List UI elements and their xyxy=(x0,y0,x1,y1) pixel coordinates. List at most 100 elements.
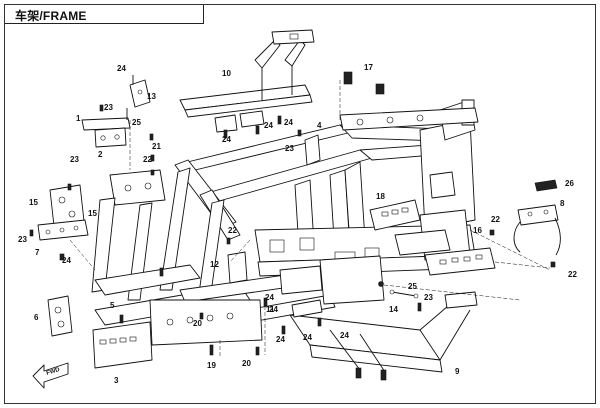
callout-22: 22 xyxy=(143,155,152,164)
rack-9-top-plate xyxy=(444,291,478,309)
mount-hole xyxy=(416,114,424,122)
callout-24: 24 xyxy=(340,331,349,340)
bolt-20 xyxy=(255,346,260,356)
leader-lines xyxy=(69,80,551,358)
part-6-bracket xyxy=(47,295,73,337)
callout-2: 2 xyxy=(98,150,103,159)
washer-2 xyxy=(100,135,106,141)
bolt-22 xyxy=(550,261,556,268)
bolt-24 xyxy=(159,267,164,277)
slot xyxy=(475,254,483,260)
lower-front-cross xyxy=(94,264,201,296)
callout-20: 20 xyxy=(242,359,251,368)
rack-9-foot xyxy=(355,367,362,379)
callout-22: 22 xyxy=(228,226,237,235)
box-window xyxy=(299,237,315,251)
washer-2 xyxy=(114,134,120,140)
leader-line xyxy=(494,261,551,269)
upper-mount-rail-lower xyxy=(184,94,313,118)
mount-hole xyxy=(57,320,65,328)
rack-9-leg xyxy=(329,329,361,371)
callout-26: 26 xyxy=(565,179,574,188)
callout-19: 19 xyxy=(207,361,216,370)
clip-14 xyxy=(391,291,417,297)
bolt-24 xyxy=(281,325,286,335)
mount-hole xyxy=(137,89,143,95)
leader-line xyxy=(229,239,251,263)
callout-23: 23 xyxy=(70,155,79,164)
callout-21: 21 xyxy=(152,142,161,151)
clip-end xyxy=(389,289,395,295)
part-12-bracket xyxy=(227,251,248,284)
bracket-12 xyxy=(227,251,248,284)
callout-8: 8 xyxy=(560,199,565,208)
washer-25 xyxy=(378,281,384,287)
callout-24: 24 xyxy=(117,64,126,73)
lower-center-plate xyxy=(149,299,263,346)
bolt-19 xyxy=(209,344,214,356)
slot xyxy=(439,259,447,265)
callout-5: 5 xyxy=(110,301,115,310)
callout-25: 25 xyxy=(132,118,141,127)
part-4-bracket xyxy=(304,134,321,166)
mount-hole xyxy=(166,318,174,326)
part-9-rack xyxy=(289,291,478,381)
callout-24: 24 xyxy=(284,118,293,127)
upper-mount-arm-2 xyxy=(284,39,306,67)
callout-24: 24 xyxy=(264,121,273,130)
bolt-23 xyxy=(297,129,302,137)
bolt-24 xyxy=(277,115,282,125)
bolt-22 xyxy=(150,169,155,176)
mount-hole xyxy=(356,118,364,126)
callout-11: 11 xyxy=(266,305,275,314)
mount-hole xyxy=(68,210,76,218)
callout-17: 17 xyxy=(364,63,373,72)
mount-hole xyxy=(45,229,51,235)
callout-24: 24 xyxy=(62,256,71,265)
slot xyxy=(391,209,399,215)
callout-24: 24 xyxy=(303,333,312,342)
callout-13: 13 xyxy=(147,92,156,101)
front-bumper-plate xyxy=(92,321,153,369)
bolt-20 xyxy=(199,312,204,320)
rear-side-plate-2 xyxy=(394,229,451,256)
part-1-bracket xyxy=(81,108,131,148)
bolt-23 xyxy=(417,302,422,312)
upper-mount-foot xyxy=(214,114,238,133)
callout-20: 20 xyxy=(193,319,202,328)
callout-24: 24 xyxy=(269,305,278,314)
rear-tower-plate xyxy=(429,171,456,199)
bolt-24 xyxy=(223,129,228,139)
fasteners xyxy=(29,104,556,356)
callout-16: 16 xyxy=(473,226,482,235)
part-10-upper-mount xyxy=(179,29,315,133)
callout-7: 7 xyxy=(35,248,40,257)
bracket-11 xyxy=(291,299,323,318)
part-16-footrest xyxy=(424,247,496,276)
callout-22: 22 xyxy=(568,270,577,279)
rack-9-arm xyxy=(439,309,471,361)
page-title: 车架/FRAME xyxy=(15,9,87,23)
mount-hole xyxy=(59,227,65,233)
mount-hole xyxy=(54,306,62,314)
bolt-22 xyxy=(226,237,231,245)
slot xyxy=(109,338,117,344)
bolt-23 xyxy=(67,183,72,191)
mount-hole xyxy=(73,225,79,231)
part-18-footrest xyxy=(369,199,421,231)
bolt-24 xyxy=(317,317,322,327)
callout-24: 24 xyxy=(265,293,274,302)
callout-4: 4 xyxy=(317,121,322,130)
callout-6: 6 xyxy=(34,313,39,322)
part-11-bracket xyxy=(291,299,323,318)
bolt-23 xyxy=(29,229,34,237)
slot xyxy=(451,257,459,263)
fwd-label: FWD xyxy=(46,367,61,377)
callout-9: 9 xyxy=(455,367,460,376)
bracket-8-leg xyxy=(513,221,521,253)
mount-hole xyxy=(226,312,234,320)
part-14-clip xyxy=(389,289,419,299)
callout-3: 3 xyxy=(114,376,119,385)
part-8-bracket xyxy=(513,204,561,256)
